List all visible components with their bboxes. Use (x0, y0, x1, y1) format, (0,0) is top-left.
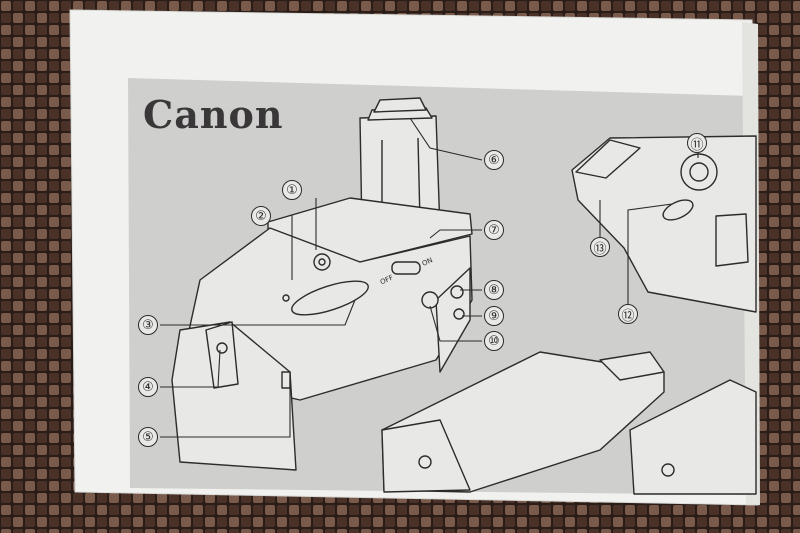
callout-3: ③ (138, 315, 158, 335)
canon-logo: Canon (143, 92, 284, 137)
callout-7: ⑦ (484, 220, 504, 240)
callout-12: ⑫ (618, 304, 638, 324)
side-view-illustration (571, 135, 757, 313)
battery-grip-illustration (171, 97, 473, 471)
battery-tray-illustration (381, 351, 757, 495)
callout-5: ⑤ (138, 427, 158, 447)
leader-lines (160, 117, 699, 438)
callout-11: ⑪ (687, 133, 707, 153)
callout-2: ② (251, 206, 271, 226)
callout-6: ⑥ (484, 150, 504, 170)
callout-13: ⑬ (590, 237, 610, 257)
callout-1: ① (282, 180, 302, 200)
callout-8: ⑧ (484, 280, 504, 300)
callout-9: ⑨ (484, 306, 504, 326)
callout-4: ④ (138, 377, 158, 397)
callout-10: ⑩ (484, 331, 504, 351)
